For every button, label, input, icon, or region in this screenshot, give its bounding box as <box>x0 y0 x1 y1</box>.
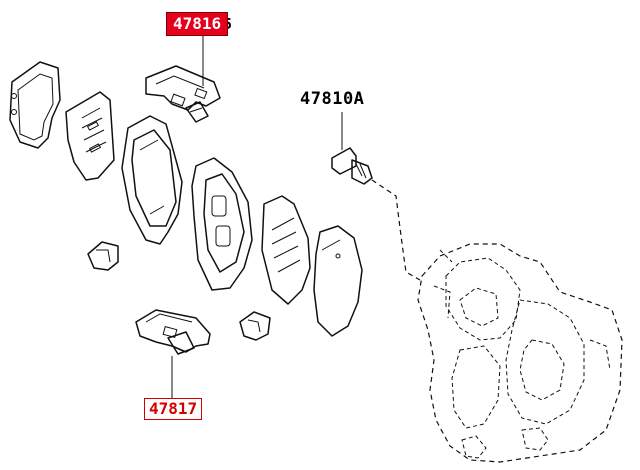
caliper-body[interactable] <box>417 243 623 463</box>
brake-pad-outer[interactable] <box>191 157 253 291</box>
part-label-47810A: 47810A <box>300 89 364 109</box>
bolt-axis-line <box>371 179 421 281</box>
wear-indicator-clip-lower[interactable] <box>239 311 271 341</box>
wear-indicator-clip-upper[interactable] <box>87 241 119 271</box>
anti-squeal-shim-outer[interactable] <box>9 61 61 149</box>
pad-support-plate-lower[interactable] <box>135 309 211 355</box>
anti-squeal-shim-outer-3[interactable] <box>313 225 363 337</box>
part-callout-47816[interactable]: 47816 <box>166 12 229 36</box>
pad-support-plate-upper[interactable] <box>145 65 221 123</box>
brake-pad-inner[interactable] <box>121 115 183 245</box>
anti-squeal-shim-inner[interactable] <box>65 91 115 181</box>
anti-squeal-shim-outer-2[interactable] <box>261 195 311 305</box>
caliper-bolt[interactable] <box>331 147 373 185</box>
part-callout-47817[interactable]: 47817 <box>144 398 203 420</box>
